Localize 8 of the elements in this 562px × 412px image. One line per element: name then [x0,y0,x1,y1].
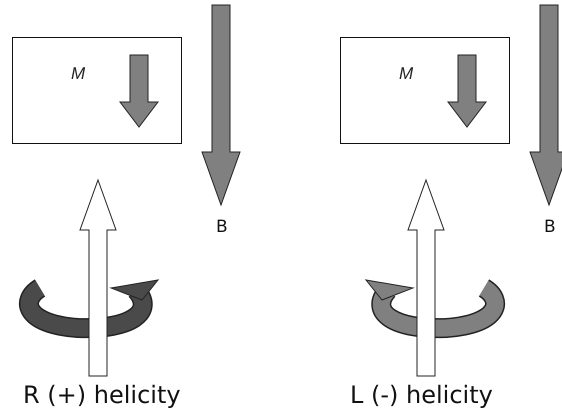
field-label: B [544,219,556,236]
field-label: B [216,219,228,236]
helicity-label: R (+) helicity [23,383,181,407]
magnetization-symbol: M [71,65,86,82]
magnet-box [340,37,510,144]
helicity-label: L (-) helicity [350,383,493,407]
magnetization-symbol: M [399,65,414,82]
magnet-box [12,37,182,144]
